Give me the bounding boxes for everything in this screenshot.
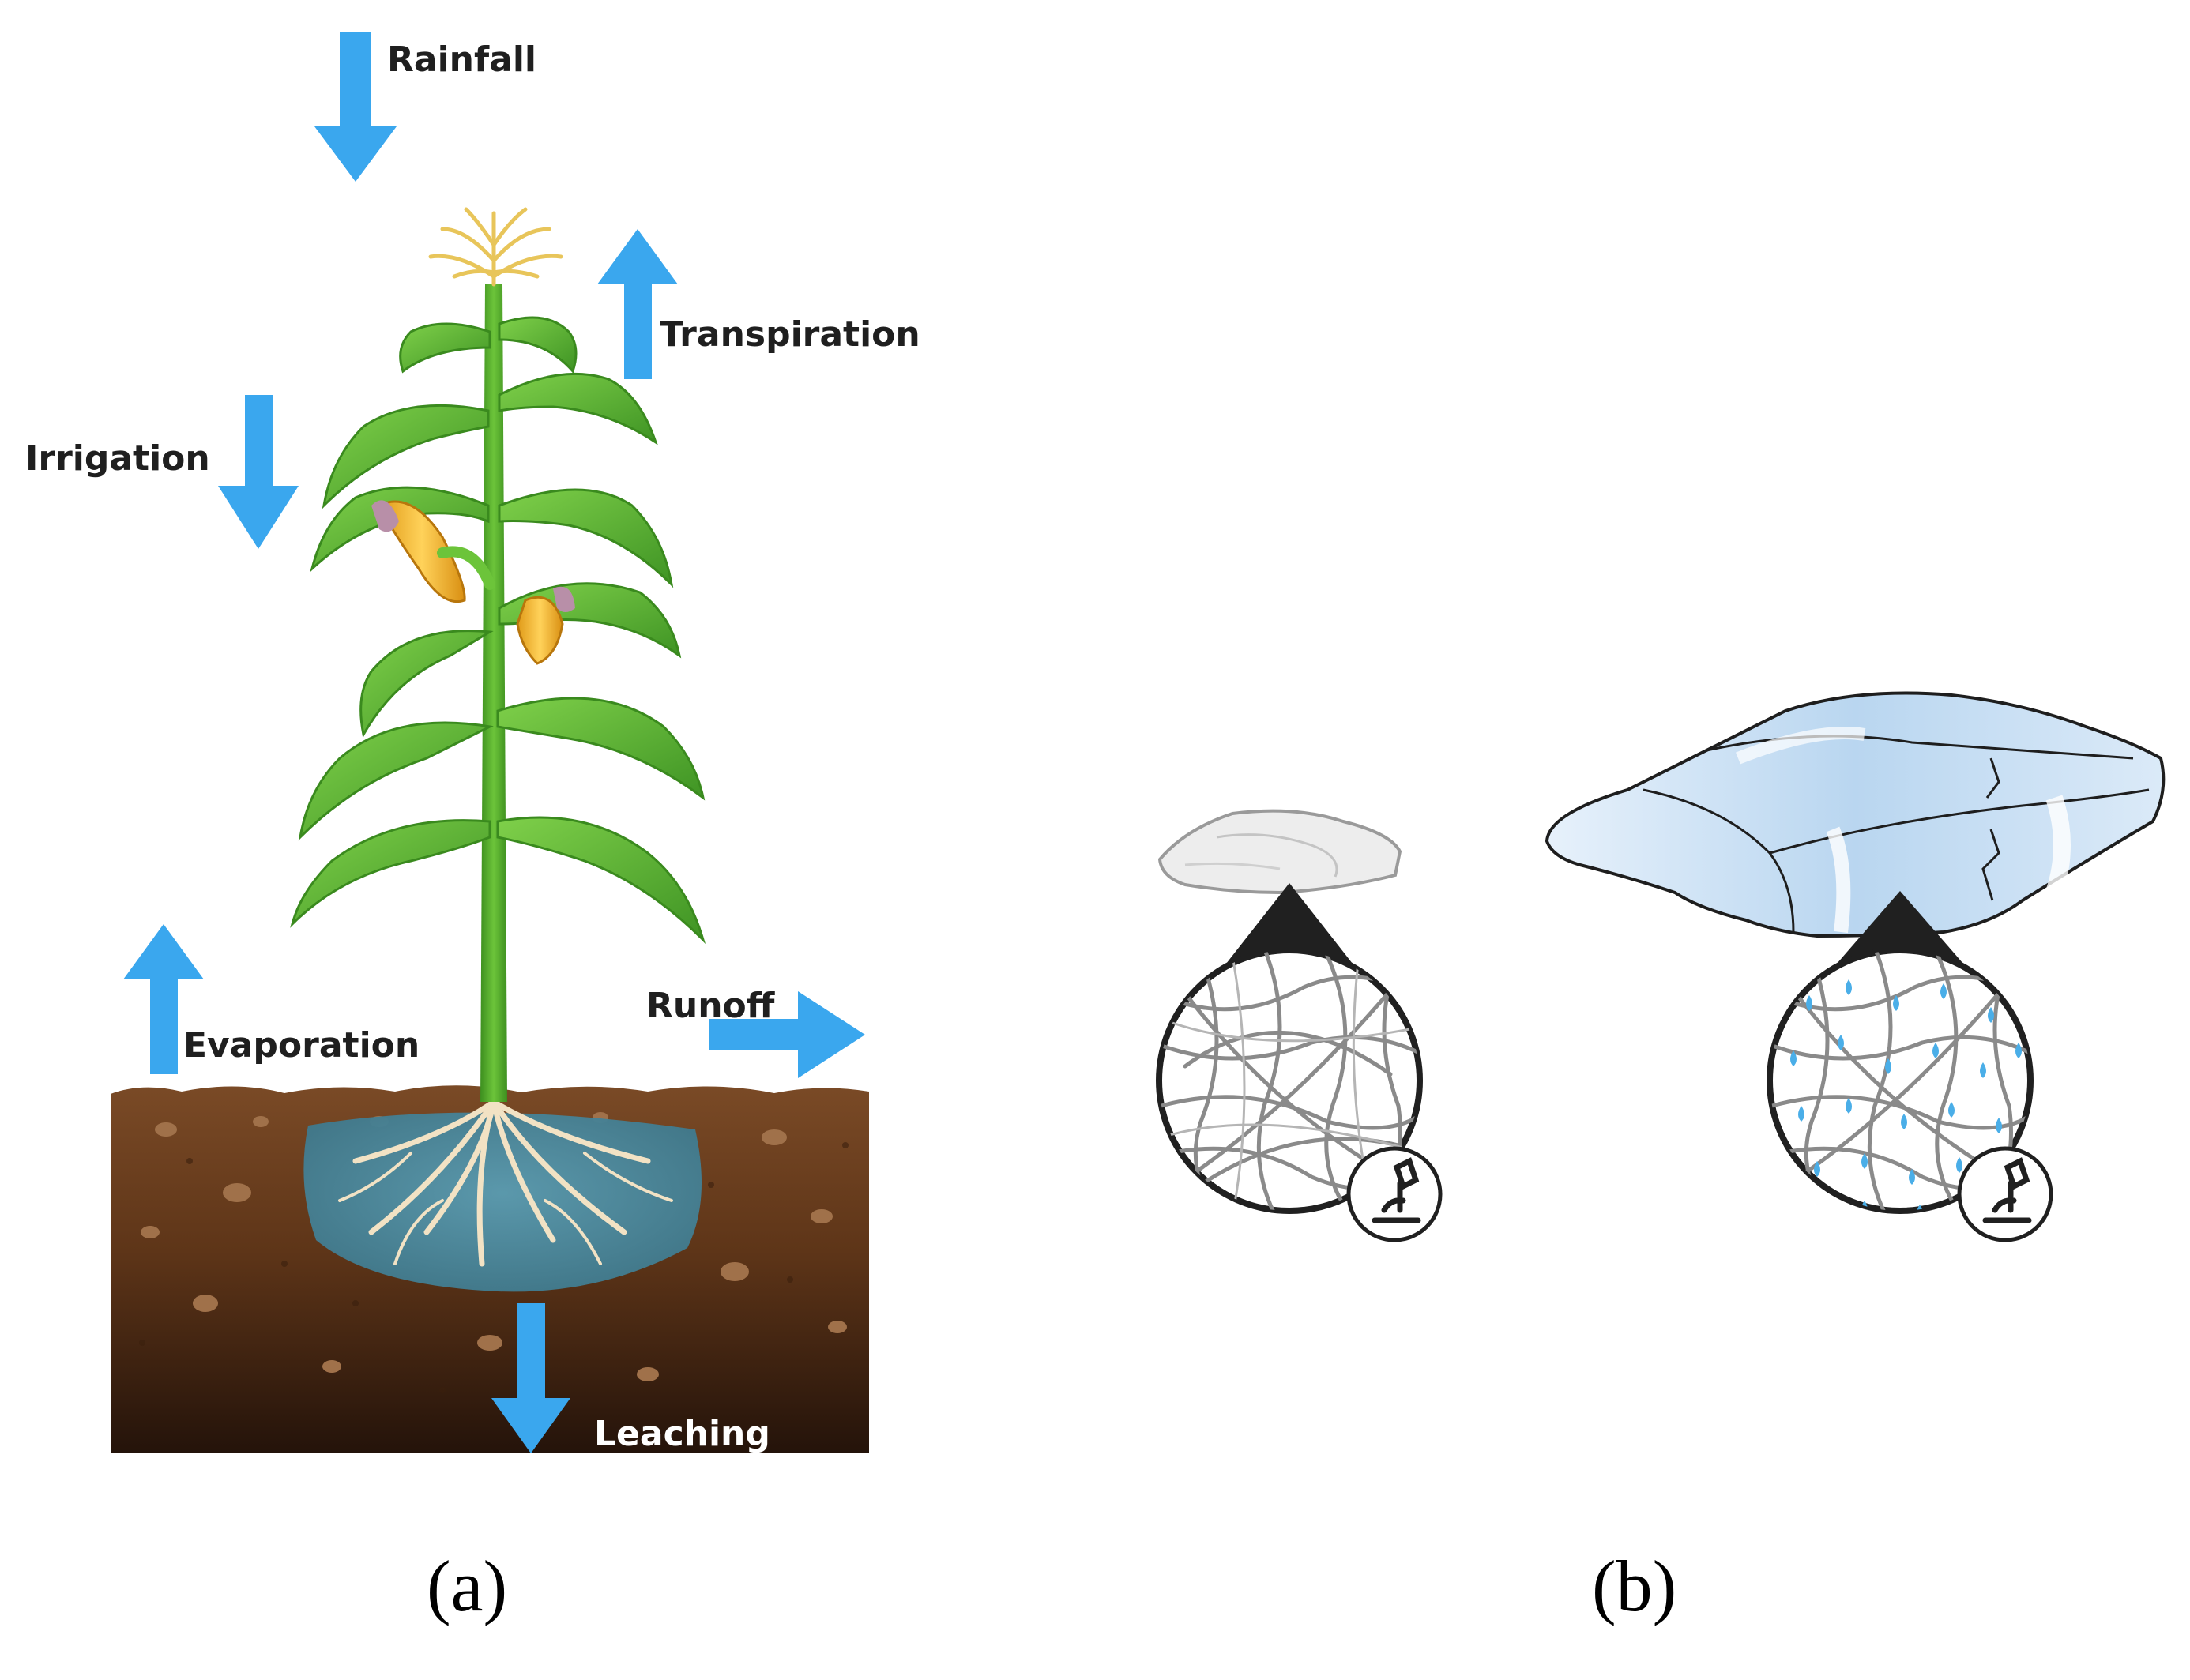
dry-hydrogel [1157,809,1402,895]
water-droplets [1790,979,2022,1211]
leaf [298,721,494,841]
corn-stem [480,284,507,1102]
panel-a-caption: (a) [427,1546,508,1626]
leaf [496,816,706,945]
swollen-hydrogel [1545,691,2166,938]
corn-cob-lower [516,586,575,665]
runoff-label: Runoff [646,986,775,1026]
rainfall-arrow [314,32,397,182]
swollen-zoom-pointer [1837,891,1963,964]
irrigation-label: Irrigation [25,438,210,479]
roots [338,1099,673,1267]
leaf [290,819,491,928]
rainfall-label: Rainfall [387,39,536,80]
swollen-network-circle [1767,947,2034,1214]
panel-b [1156,691,2166,1242]
leaf [496,697,706,801]
corn-leaves [290,316,706,945]
microscope-icon [1346,1146,1443,1242]
transpiration-arrow [597,229,678,379]
transpiration-label: Transpiration [660,314,920,355]
arrows [123,32,865,1453]
leaf [310,486,490,573]
runoff-arrow [709,991,865,1078]
evaporation-label: Evaporation [183,1025,420,1066]
evaporation-arrow [123,924,204,1074]
leaf [322,404,490,509]
leaching-arrow [491,1303,570,1453]
leaf [359,630,494,739]
leaf [498,488,674,588]
corn-cob-upper [371,500,495,603]
leaf [498,372,658,445]
panel-b-caption: (b) [1592,1546,1677,1626]
dry-zoom-pointer [1226,883,1353,964]
leaf [498,316,578,374]
leaf [399,322,491,374]
irrigation-arrow [218,395,299,549]
microscope-icon [1957,1146,2053,1242]
leaching-label: Leaching [594,1414,770,1454]
panel-a [111,32,869,1453]
corn-tassel [428,207,563,287]
